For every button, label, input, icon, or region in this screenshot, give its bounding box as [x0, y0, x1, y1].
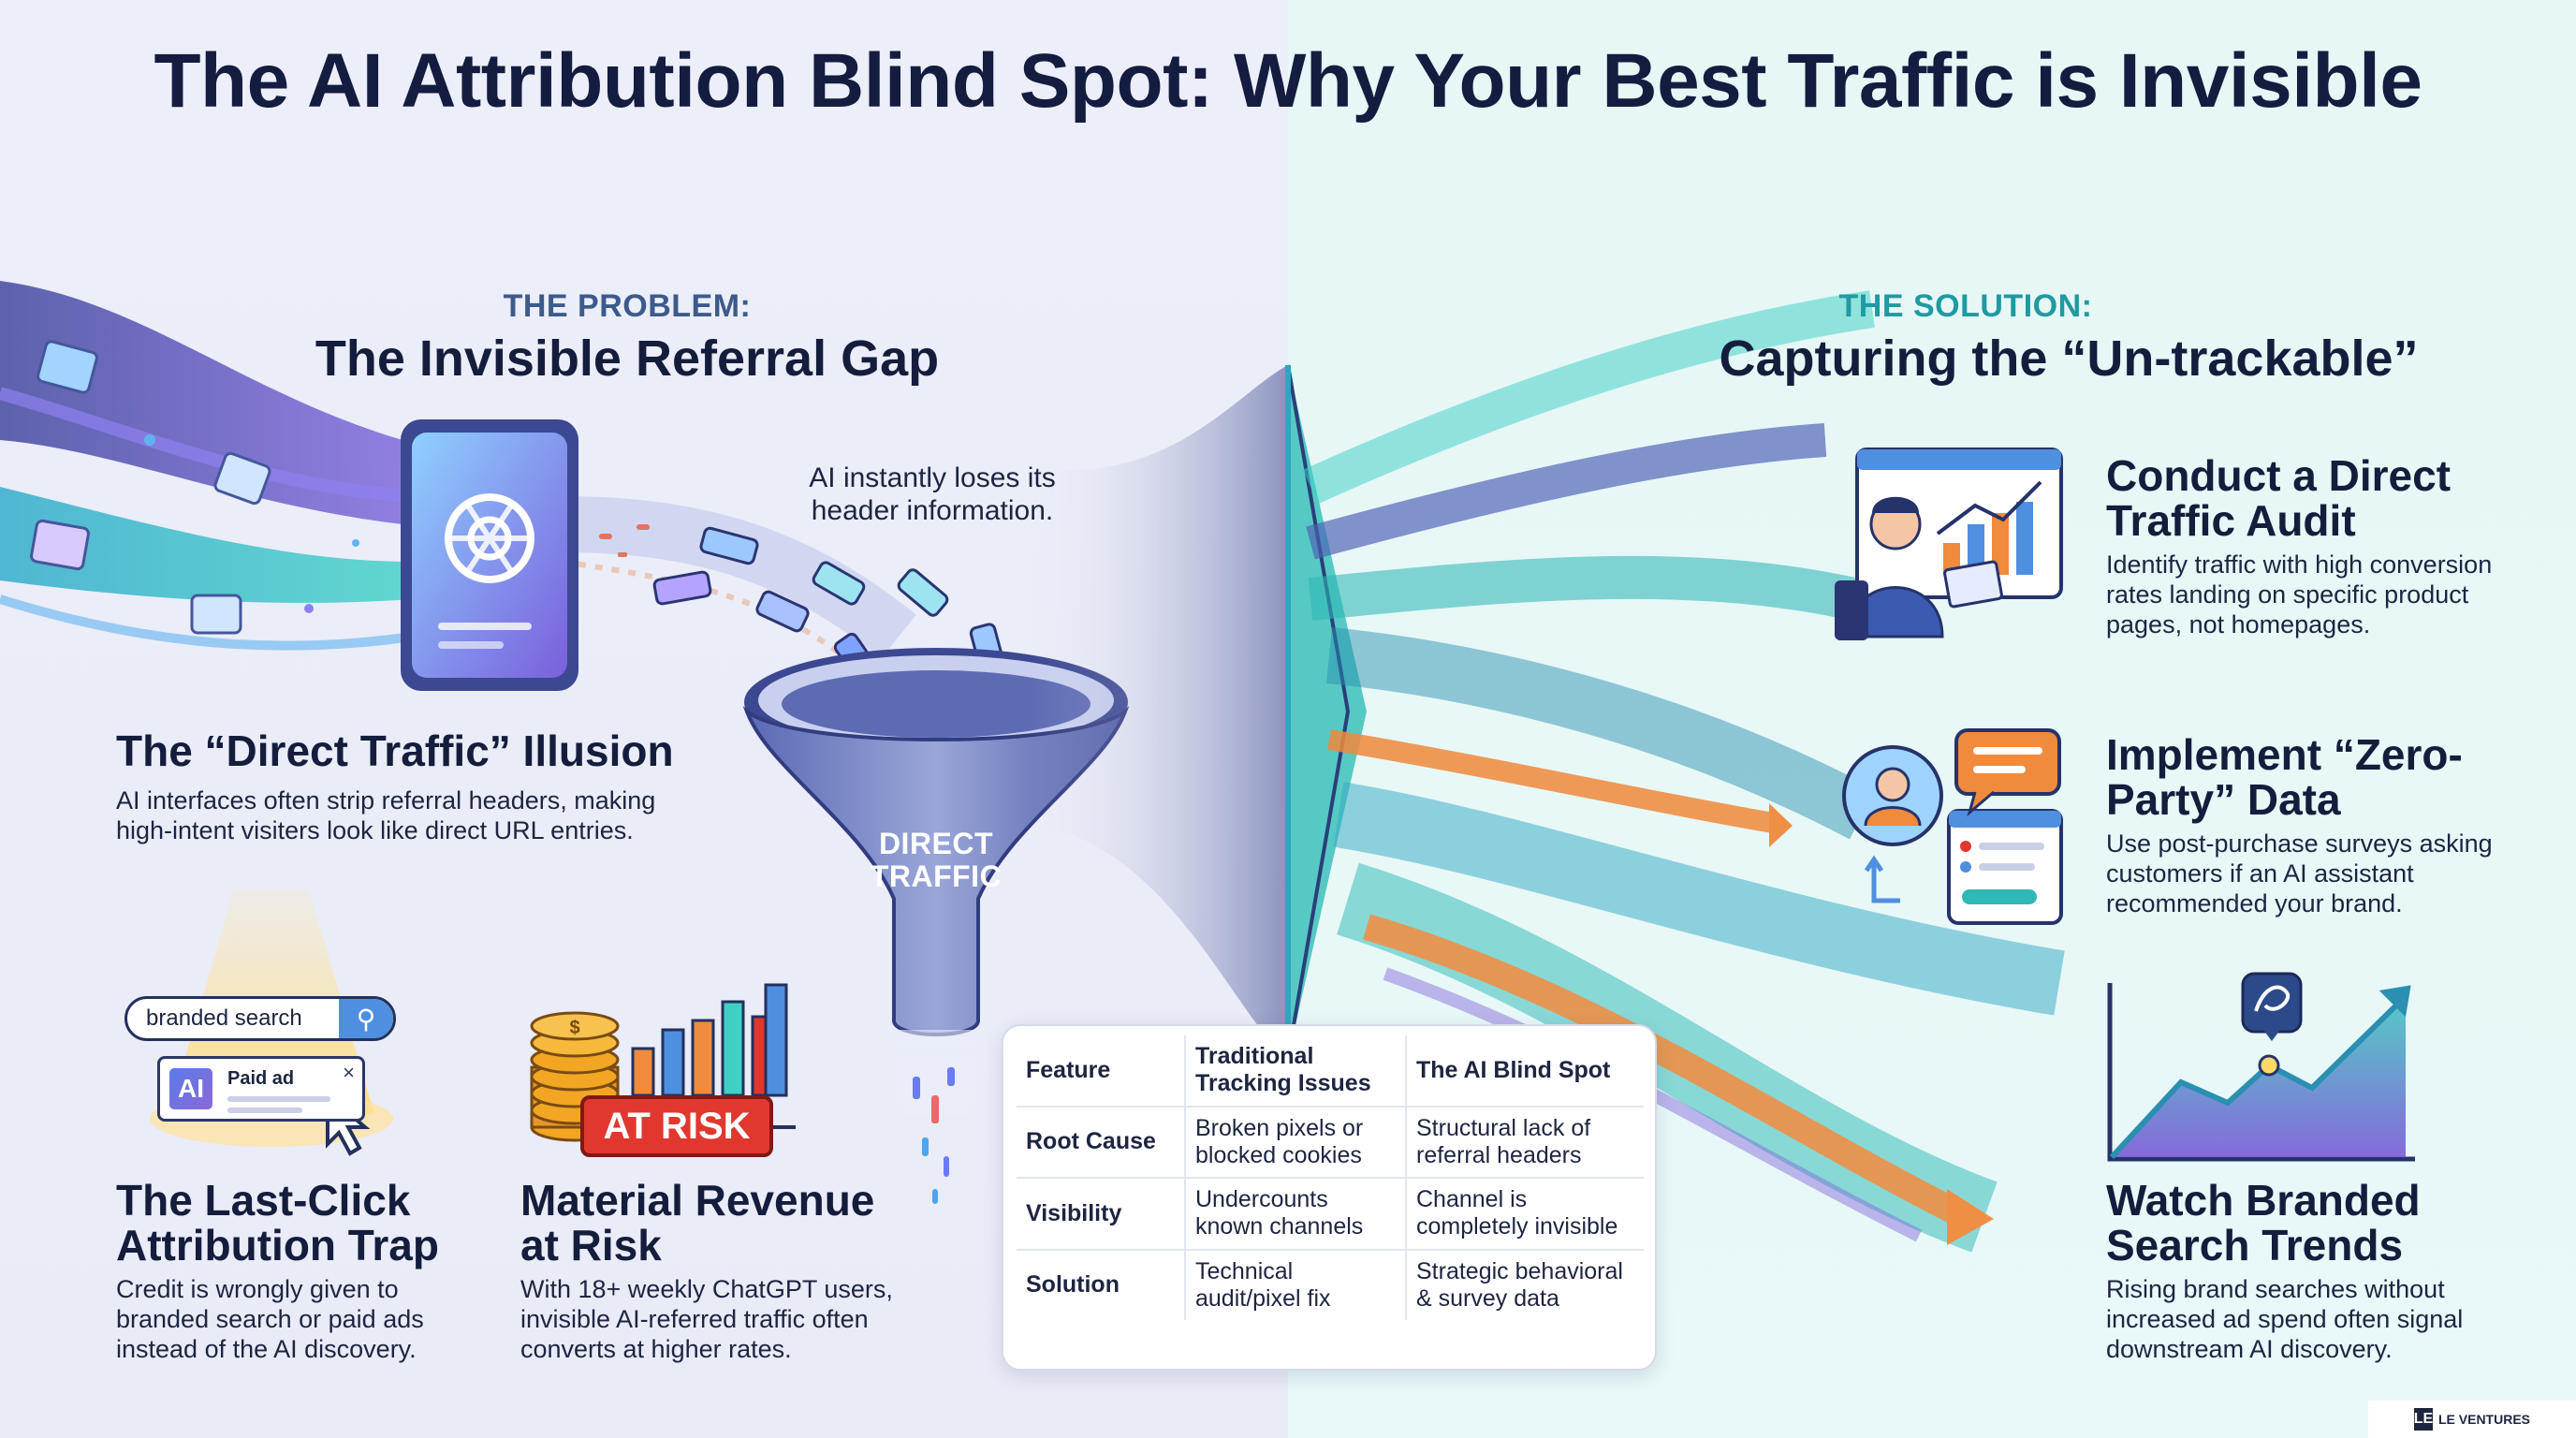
problem-item-1-desc: AI interfaces often strip referral heade…: [116, 786, 656, 844]
solution-item-3-desc: Rising brand searches without increased …: [2106, 1275, 2464, 1363]
table-header-cell: Feature: [1017, 1035, 1185, 1108]
table-cell: Channel is completely invisible: [1405, 1178, 1644, 1251]
problem-item-2-title: The Last-Click Attribution Trap: [116, 1176, 439, 1270]
ad-text-line: [227, 1096, 330, 1102]
table-cell: Broken pixels or blocked cookies: [1184, 1106, 1406, 1179]
survey-form-icon: [1842, 745, 2063, 925]
table-row-label: Visibility: [1017, 1178, 1185, 1251]
comparison-table: Feature Traditional Tracking Issues The …: [1002, 1024, 1657, 1371]
solution-item-1-desc: Identify traffic with high conversion ra…: [2106, 550, 2493, 638]
table-row: Root Cause Broken pixels or blocked cook…: [1017, 1106, 1644, 1179]
table-header-row: Feature Traditional Tracking Issues The …: [1017, 1035, 1644, 1108]
trend-line-icon: [2107, 983, 2415, 1162]
analyst-dashboard-icon: [1835, 448, 2063, 640]
problem-item-1-title: The “Direct Traffic” Illusion: [116, 726, 674, 775]
solution-item-3-title: Watch Branded Search Trends: [2106, 1176, 2421, 1270]
brand-mark: LE: [2414, 1408, 2433, 1431]
table-cell: Structural lack of referral headers: [1405, 1106, 1644, 1179]
chatgpt-logo-icon: [401, 419, 578, 691]
brand-logo: LE LE VENTURES: [2368, 1401, 2576, 1438]
solution-item-2-desc: Use post-purchase surveys asking custome…: [2106, 829, 2493, 917]
table-cell: Undercounts known channels: [1184, 1178, 1406, 1251]
paid-ad-card: AI Paid ad ×: [157, 1056, 365, 1122]
ai-pin-icon: [2241, 972, 2303, 1041]
solution-kicker: THE SOLUTION:: [1838, 288, 2093, 324]
ad-text-line: [227, 1108, 302, 1113]
table-row: Visibility Undercounts known channels Ch…: [1017, 1178, 1644, 1251]
ad-ai-badge: AI: [169, 1068, 212, 1109]
ad-label: Paid ad: [227, 1068, 295, 1089]
table-row: Solution Technical audit/pixel fix Strat…: [1017, 1249, 1644, 1320]
problem-heading: The Invisible Referral Gap: [315, 330, 940, 387]
problem-item-2-desc: Credit is wrongly given to branded searc…: [116, 1275, 424, 1363]
problem-item-3-desc: With 18+ weekly ChatGPT users, invisible…: [520, 1275, 893, 1363]
bar-chart-icon: [618, 983, 796, 1129]
problem-item-3-title: Material Revenue at Risk: [520, 1176, 875, 1270]
table-header-cell: Traditional Tracking Issues: [1184, 1035, 1406, 1108]
table-header-cell: The AI Blind Spot: [1405, 1035, 1644, 1108]
table-cell: Strategic behavioral & survey data: [1405, 1249, 1644, 1320]
at-risk-badge: AT RISK: [580, 1095, 773, 1157]
dollar-symbol: $: [569, 1018, 579, 1038]
problem-kicker: THE PROBLEM:: [503, 288, 752, 324]
close-icon: ×: [343, 1061, 355, 1084]
table-row-label: Solution: [1026, 1271, 1120, 1299]
table-cell: Technical audit/pixel fix: [1184, 1249, 1406, 1320]
right-flow-streams: [1302, 290, 2065, 1253]
solution-item-2-title: Implement “Zero-Party” Data: [2106, 730, 2463, 825]
branded-search-bar: branded search ⚲: [124, 996, 396, 1041]
brand-name: LE VENTURES: [2437, 1412, 2530, 1427]
page-title: The AI Attribution Blind Spot: Why Your …: [154, 38, 2422, 124]
search-icon: ⚲: [339, 999, 393, 1038]
header-loss-note: AI instantly loses its header informatio…: [809, 462, 1056, 526]
solution-heading: Capturing the “Un-trackable”: [1719, 330, 2419, 387]
funnel-label: DIRECT TRAFFIC: [870, 827, 1003, 894]
solution-item-1-title: Conduct a Direct Traffic Audit: [2106, 451, 2452, 546]
table-row-label: Root Cause: [1017, 1106, 1185, 1179]
chat-bubble-icon: [1954, 728, 2061, 817]
search-text: branded search: [146, 1005, 302, 1031]
